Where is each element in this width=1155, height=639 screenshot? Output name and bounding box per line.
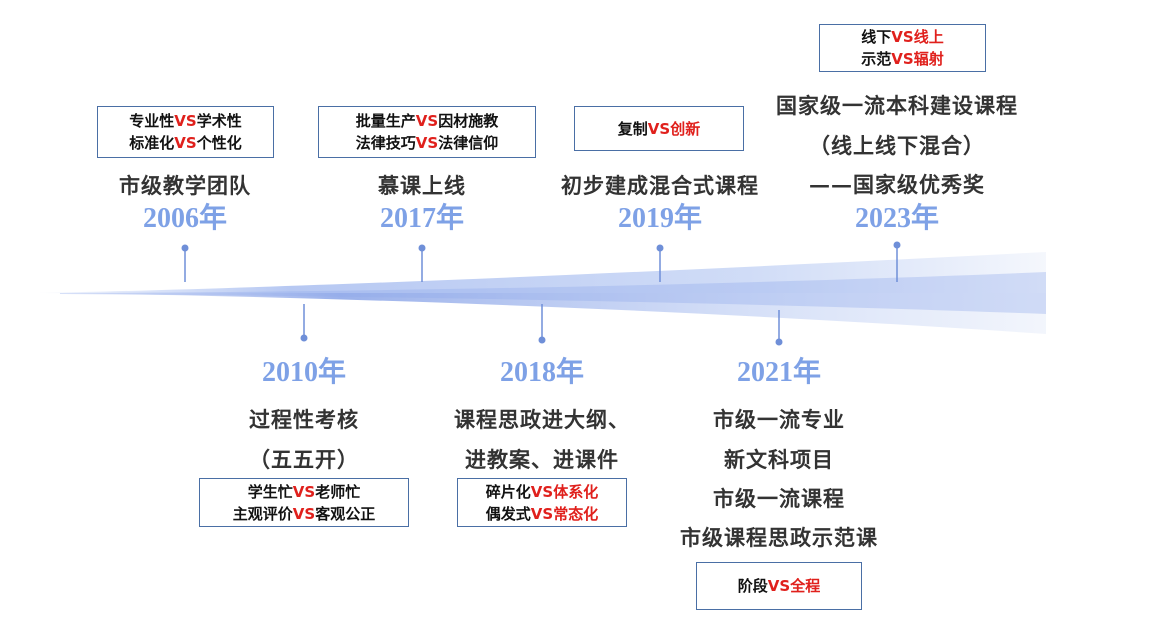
milestone-title-2023-0: 国家级一流本科建设课程 [776, 93, 1018, 118]
milestone-title-2018-1: 进教案、进课件 [465, 447, 619, 472]
contrast-line: 专业性VS学术性 [129, 110, 241, 132]
connector-dot-2017 [418, 244, 426, 252]
contrast-line: 示范VS辐射 [861, 48, 943, 70]
contrast-line: 阶段VS全程 [738, 575, 820, 597]
vs-label: VS [292, 482, 316, 501]
timeline-ribbon-upper [38, 252, 1046, 293]
year-label-2006: 2006年 [142, 203, 228, 234]
vs-label: VS [891, 28, 914, 46]
contrast-box-2017: 批量生产VS因材施教法律技巧VS法律信仰 [318, 106, 536, 158]
milestone-title-2006-0: 市级教学团队 [119, 173, 251, 198]
contrast-box-2019: 复制VS创新 [574, 106, 744, 151]
timeline-ribbon-lower [38, 293, 1046, 334]
contrast-line: 复制VS创新 [618, 118, 700, 140]
vs-label: VS [415, 134, 439, 152]
vs-label: VS [292, 504, 316, 523]
milestone-title-2010-0: 过程性考核 [249, 407, 359, 432]
contrast-left: 主观评价 [232, 504, 293, 523]
year-label-2018: 2018年 [499, 357, 585, 388]
contrast-box-2010: 学生忙VS老师忙主观评价VS客观公正 [199, 478, 409, 527]
connector-dot-2023 [893, 241, 901, 249]
contrast-left: 阶段 [737, 577, 768, 595]
contrast-line: 偶发式VS常态化 [486, 503, 598, 525]
contrast-left: 碎片化 [485, 482, 531, 501]
contrast-left: 批量生产 [355, 112, 416, 130]
contrast-left: 法律技巧 [355, 134, 416, 152]
contrast-line: 学生忙VS老师忙 [248, 481, 360, 503]
contrast-left: 示范 [861, 50, 892, 68]
contrast-right: 学术性 [196, 112, 242, 130]
milestone-title-2021-0: 市级一流专业 [713, 407, 845, 432]
milestone-title-2021-1: 新文科项目 [724, 447, 834, 472]
contrast-left: 标准化 [129, 134, 175, 152]
contrast-right: 全程 [790, 577, 821, 595]
contrast-left: 偶发式 [485, 504, 531, 523]
contrast-line: 碎片化VS体系化 [486, 481, 598, 503]
contrast-right: 常态化 [553, 504, 599, 523]
contrast-left: 复制 [617, 119, 648, 138]
milestone-title-2021-3: 市级课程思政示范课 [680, 525, 878, 550]
contrast-line: 法律技巧VS法律信仰 [356, 132, 498, 154]
year-label-2019: 2019年 [617, 203, 703, 234]
vs-label: VS [891, 50, 914, 68]
contrast-line: 主观评价VS客观公正 [233, 503, 375, 525]
contrast-left: 线下 [861, 28, 892, 46]
year-label-2023: 2023年 [854, 203, 940, 234]
contrast-right: 因材施教 [438, 112, 499, 130]
connector-dot-2021 [775, 338, 783, 346]
vs-label: VS [530, 482, 554, 501]
contrast-right: 创新 [670, 119, 701, 138]
contrast-box-2006: 专业性VS学术性标准化VS个性化 [97, 106, 274, 158]
contrast-line: 线下VS线上 [861, 26, 943, 48]
milestone-title-2021-2: 市级一流课程 [713, 486, 845, 511]
milestone-title-2023-1: （线上线下混合） [809, 133, 985, 158]
contrast-right: 老师忙 [315, 482, 361, 501]
connector-dot-2010 [300, 334, 308, 342]
contrast-right: 法律信仰 [438, 134, 499, 152]
contrast-box-2018: 碎片化VS体系化偶发式VS常态化 [457, 478, 627, 527]
contrast-box-2023: 线下VS线上示范VS辐射 [819, 24, 986, 72]
contrast-box-2021: 阶段VS全程 [696, 562, 862, 610]
contrast-line: 标准化VS个性化 [129, 132, 241, 154]
connector-dot-2006 [181, 244, 189, 252]
milestone-title-2019-0: 初步建成混合式课程 [561, 173, 759, 198]
year-label-2010: 2010年 [261, 357, 347, 388]
timeline-ribbon-mid [60, 272, 1046, 314]
contrast-line: 批量生产VS因材施教 [356, 110, 498, 132]
vs-label: VS [174, 134, 197, 152]
year-label-2021: 2021年 [736, 357, 822, 388]
contrast-left: 学生忙 [247, 482, 293, 501]
contrast-right: 线上 [913, 28, 944, 46]
contrast-right: 客观公正 [315, 504, 376, 523]
milestone-title-2018-0: 课程思政进大纲、 [454, 407, 630, 432]
vs-label: VS [174, 112, 197, 130]
milestone-title-2017-0: 慕课上线 [378, 173, 466, 198]
contrast-right: 个性化 [196, 134, 242, 152]
contrast-left: 专业性 [129, 112, 175, 130]
vs-label: VS [647, 119, 671, 138]
contrast-right: 辐射 [913, 50, 944, 68]
vs-label: VS [415, 112, 439, 130]
contrast-right: 体系化 [553, 482, 599, 501]
vs-label: VS [530, 504, 554, 523]
milestone-title-2010-1: （五五开） [249, 447, 359, 472]
milestone-title-2023-2: ——国家级优秀奖 [809, 172, 985, 197]
vs-label: VS [767, 577, 791, 595]
connector-dot-2019 [656, 244, 664, 252]
year-label-2017: 2017年 [379, 203, 465, 234]
connector-dot-2018 [538, 336, 546, 344]
